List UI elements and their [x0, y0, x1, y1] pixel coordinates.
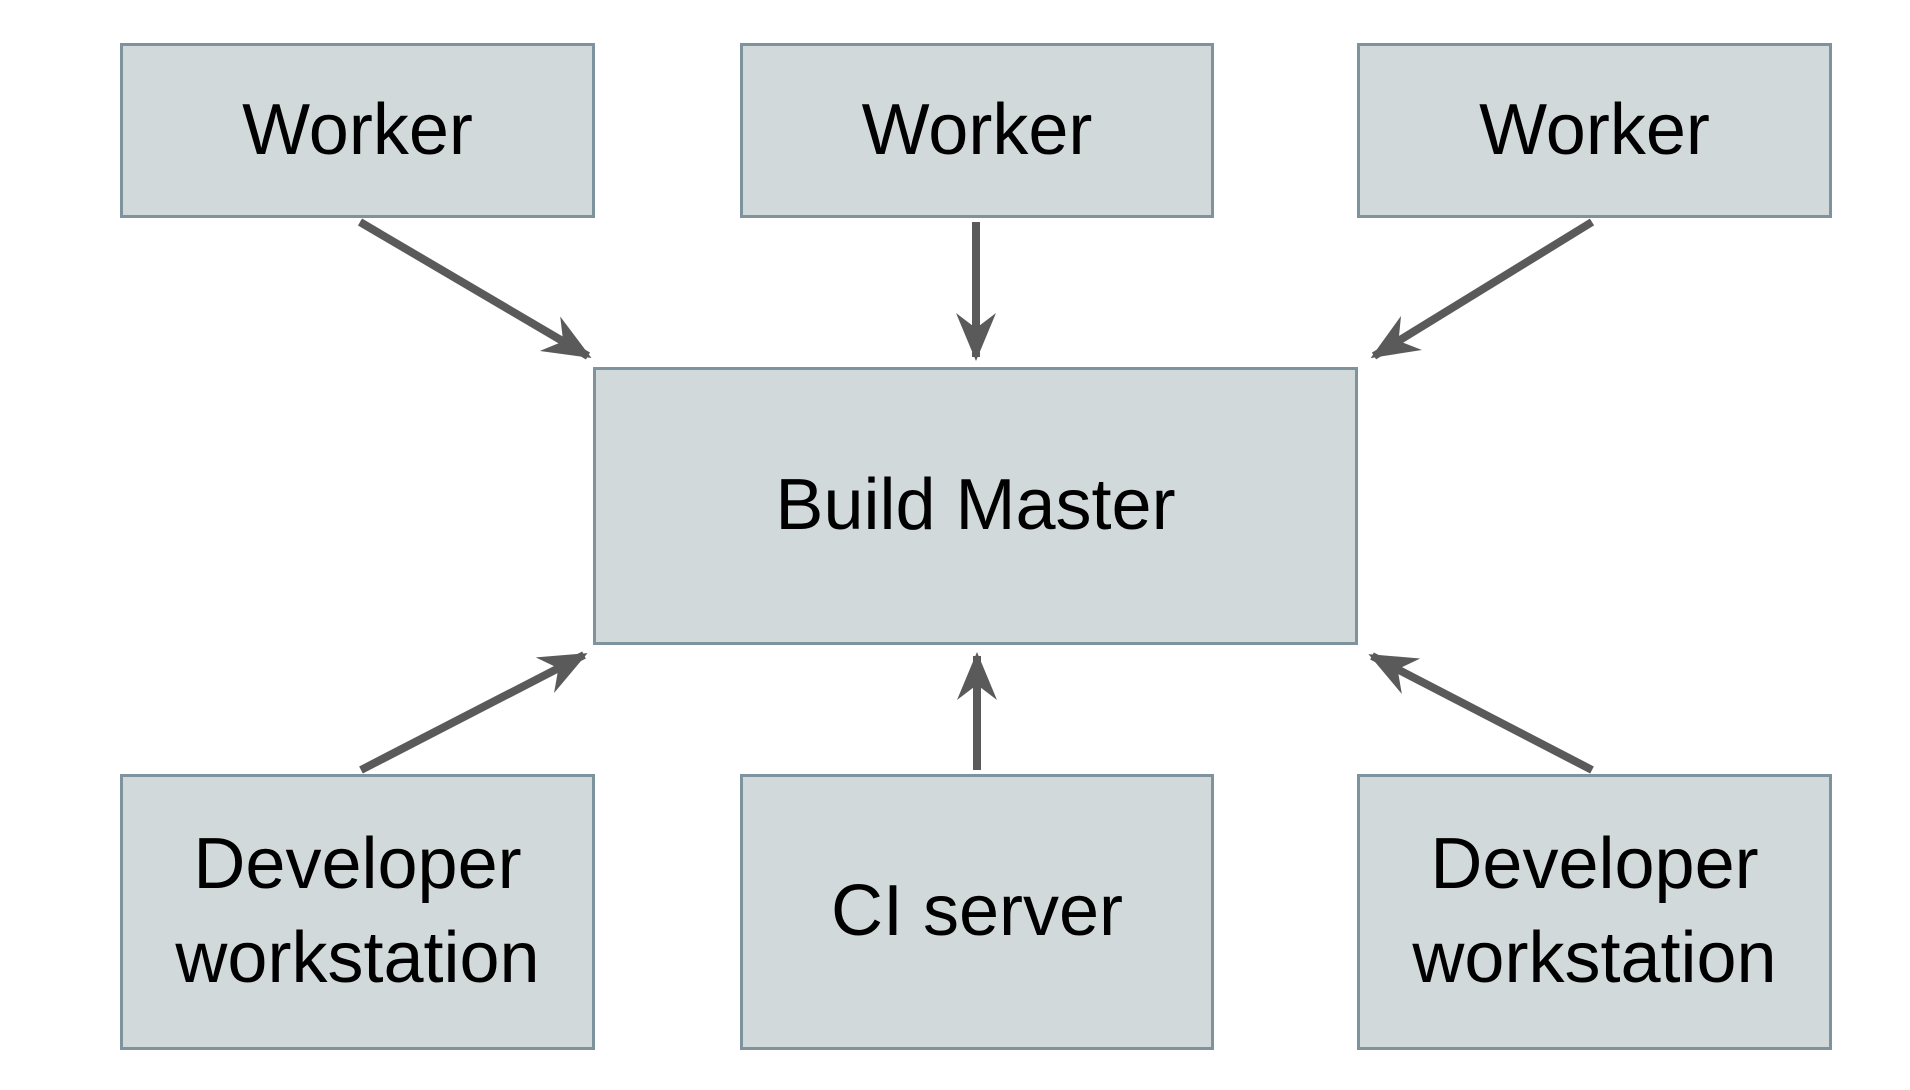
arrow-dev-workstation-right-to-build-master — [1368, 652, 1594, 774]
arrow-dev-workstation-left-to-build-master — [359, 651, 588, 774]
node-developer-workstation-right-label: Developer workstation — [1412, 824, 1777, 998]
node-worker-left-label: Worker — [242, 89, 473, 170]
node-worker-right: Worker — [1357, 43, 1832, 218]
arrow-worker-right-to-build-master — [1370, 218, 1595, 360]
node-developer-workstation-left: Developer workstation — [120, 774, 595, 1050]
node-ci-server-label: CI server — [830, 871, 1124, 952]
node-worker-middle: Worker — [740, 43, 1214, 218]
node-build-master-label: Build Master — [775, 465, 1176, 546]
node-developer-workstation-right: Developer workstation — [1357, 774, 1832, 1050]
node-ci-server: CI server — [740, 774, 1214, 1050]
arrow-worker-left-to-build-master — [357, 218, 592, 360]
node-build-master: Build Master — [593, 367, 1358, 645]
node-worker-middle-label: Worker — [861, 89, 1093, 170]
node-worker-right-label: Worker — [1479, 89, 1710, 170]
node-developer-workstation-left-label: Developer workstation — [175, 824, 540, 998]
node-worker-left: Worker — [120, 43, 595, 218]
